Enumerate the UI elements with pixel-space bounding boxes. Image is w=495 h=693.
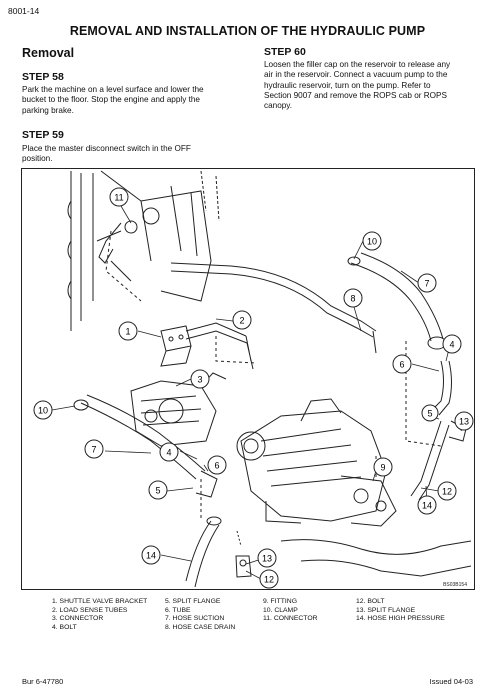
step-59-label: STEP 59 [22, 129, 64, 141]
suction-hose-top-drawing [347, 252, 447, 350]
svg-text:7: 7 [424, 279, 429, 289]
callout-4: 4 [442, 334, 462, 354]
legend-item: 4. BOLT [52, 623, 77, 631]
svg-text:8: 8 [350, 294, 355, 304]
footer-right: Issued 04-03 [429, 677, 473, 686]
svg-text:4: 4 [166, 448, 171, 458]
footer-left: Bur 6-47780 [22, 677, 64, 686]
svg-text:12: 12 [442, 487, 452, 497]
callout-5: 5 [421, 404, 439, 422]
machine-frame-drawing [67, 170, 220, 331]
svg-text:6: 6 [214, 461, 219, 471]
step-60-text: Loosen the filler cap on the reservoir t… [264, 60, 451, 111]
callout-12: 12 [259, 569, 279, 589]
svg-text:5: 5 [427, 409, 432, 419]
svg-text:9: 9 [380, 463, 385, 473]
svg-text:14: 14 [146, 551, 156, 561]
callout-13: 13 [257, 548, 277, 568]
callouts: 11 10 7 8 2 1 3 6 4 5 10 7 4 6 5 13 9 12… [33, 187, 474, 589]
main-pump-engine-drawing [236, 398, 397, 527]
callout-7: 7 [417, 273, 437, 293]
svg-text:12: 12 [264, 575, 274, 585]
pump-assembly-left-drawing [130, 372, 227, 447]
svg-text:1: 1 [125, 327, 130, 337]
legend-item: 14. HOSE HIGH PRESSURE [356, 615, 445, 623]
legend-column-1: 1. SHUTTLE VALVE BRACKET 2. LOAD SENSE T… [52, 598, 147, 632]
step-59-text: Place the master disconnect switch in th… [22, 144, 191, 164]
svg-text:11: 11 [114, 193, 123, 203]
step-58-text: Park the machine on a level surface and … [22, 85, 204, 115]
callout-13: 13 [454, 411, 474, 431]
callout-10: 10 [33, 400, 53, 420]
legend-item: 12. BOLT [356, 598, 385, 605]
legend-item: 11. CONNECTOR [263, 615, 318, 623]
callout-1: 1 [118, 321, 138, 341]
suction-hose-left-drawing [73, 394, 218, 498]
legend-item: 8. HOSE CASE DRAIN [165, 623, 236, 631]
callout-7: 7 [84, 439, 104, 459]
svg-text:4: 4 [449, 340, 454, 350]
legend-column-2: 5. SPLIT FLANGE 6. TUBE 7. HOSE SUCTION … [165, 598, 235, 632]
callout-3: 3 [190, 369, 210, 389]
callout-9: 9 [373, 457, 393, 477]
right-side-hoses-drawing [410, 360, 467, 501]
svg-text:3: 3 [197, 375, 202, 385]
case-drain-hose-drawing [170, 262, 377, 354]
svg-text:10: 10 [38, 406, 48, 416]
legend-item: 9. FITTING [263, 598, 297, 605]
callout-5: 5 [148, 480, 168, 500]
callout-11: 11 [109, 187, 129, 207]
step-58-label: STEP 58 [22, 71, 64, 83]
page-number: 8001-14 [8, 6, 40, 16]
svg-text:5: 5 [155, 486, 160, 496]
page-title: REMOVAL AND INSTALLATION OF THE HYDRAULI… [69, 24, 426, 38]
figure-id: BS03B154 [443, 582, 467, 588]
svg-text:6: 6 [399, 360, 404, 370]
legend-item: 3. CONNECTOR [52, 615, 104, 623]
step-60-label: STEP 60 [264, 46, 306, 58]
svg-text:13: 13 [262, 554, 272, 564]
leader-lines [51, 205, 465, 580]
high-pressure-hose-lower-drawing [185, 516, 222, 588]
legend-item: 5. SPLIT FLANGE [165, 598, 221, 605]
legend-item: 6. TUBE [165, 606, 191, 614]
shuttle-valve-bracket-drawing [160, 322, 254, 370]
section-heading: Removal [22, 46, 75, 60]
callout-10: 10 [362, 231, 382, 251]
svg-text:10: 10 [367, 237, 377, 247]
callout-2: 2 [232, 310, 252, 330]
legend-item: 1. SHUTTLE VALVE BRACKET [52, 598, 148, 605]
legend-item: 7. HOSE SUCTION [165, 615, 225, 623]
svg-text:2: 2 [239, 316, 244, 326]
svg-text:14: 14 [422, 501, 432, 511]
svg-text:13: 13 [459, 417, 469, 427]
lower-frame-drawing [235, 530, 472, 578]
callout-12: 12 [437, 481, 457, 501]
legend-item: 10. CLAMP [263, 606, 298, 614]
callout-14: 14 [141, 545, 161, 565]
callout-14: 14 [417, 495, 437, 515]
hydraulic-pump-diagram: 11 10 7 8 2 1 3 6 4 5 10 7 4 6 5 13 9 12… [33, 170, 474, 589]
callout-6: 6 [392, 354, 412, 374]
legend-item: 2. LOAD SENSE TUBES [52, 606, 128, 614]
callout-6: 6 [207, 455, 227, 475]
svg-text:7: 7 [91, 445, 96, 455]
legend-item: 13. SPLIT FLANGE [356, 606, 416, 614]
callout-4: 4 [159, 442, 179, 462]
callout-8: 8 [343, 288, 363, 308]
legend-column-4: 12. BOLT 13. SPLIT FLANGE 14. HOSE HIGH … [356, 598, 445, 624]
figure-frame: 11 10 7 8 2 1 3 6 4 5 10 7 4 6 5 13 9 12… [21, 168, 475, 590]
legend-column-3: 9. FITTING 10. CLAMP 11. CONNECTOR [263, 598, 318, 624]
